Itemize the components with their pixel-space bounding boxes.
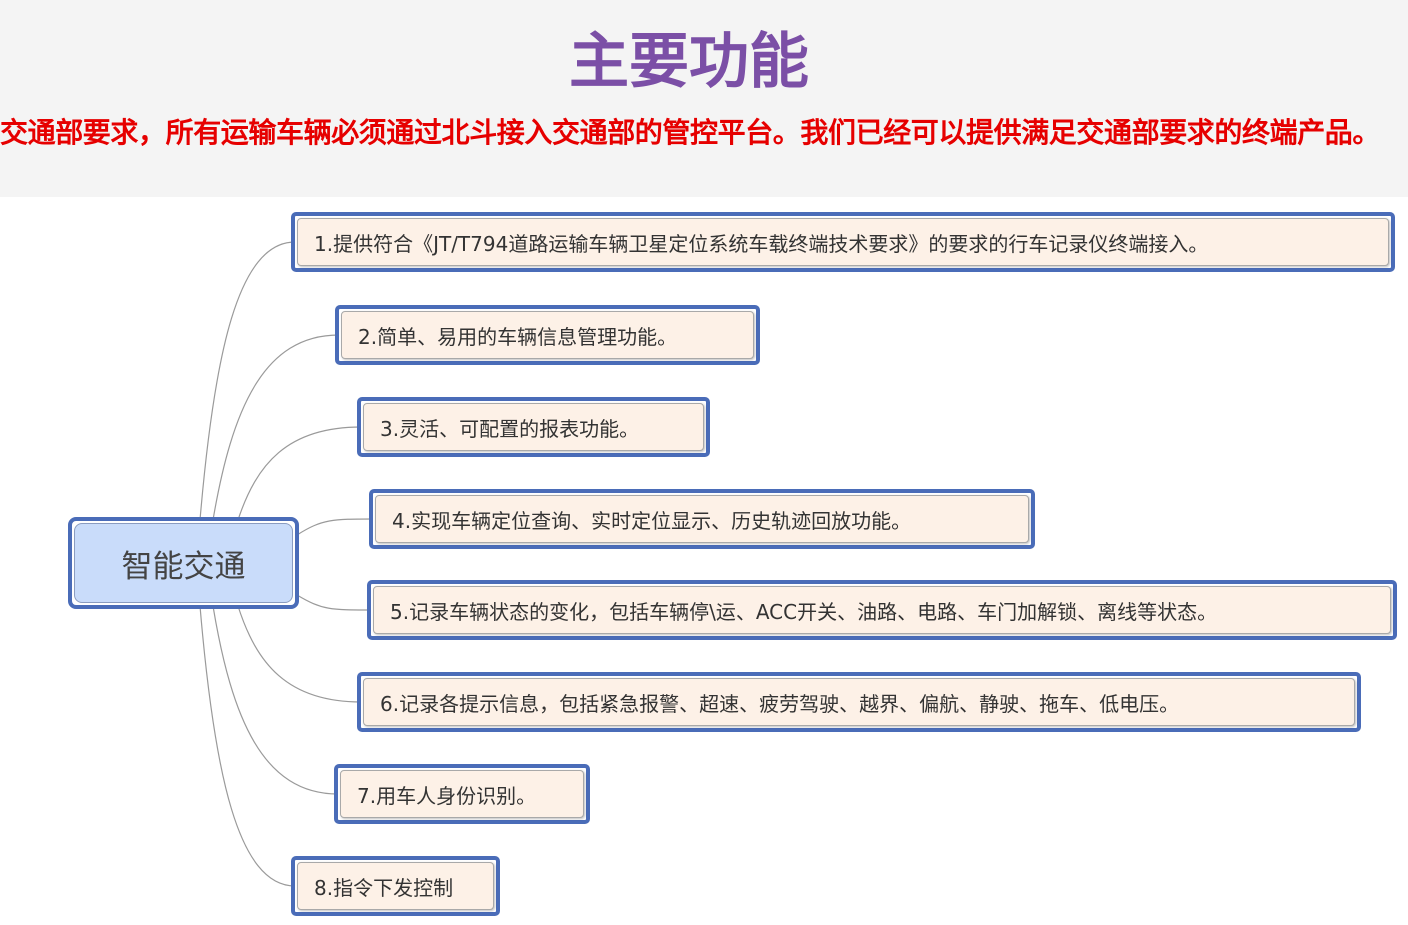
- connector-line: [237, 605, 362, 703]
- connector-line: [212, 334, 340, 521]
- connector-line: [237, 426, 362, 521]
- mindmap-node-2[interactable]: 2.简单、易用的车辆信息管理功能。: [335, 305, 760, 365]
- node-label: 6.记录各提示信息，包括紧急报警、超速、疲劳驾驶、越界、偏航、静驶、拖车、低电压…: [363, 678, 1355, 726]
- node-label: 7.用车人身份识别。: [340, 770, 584, 818]
- connector-line: [296, 518, 374, 536]
- connector-line: [199, 605, 296, 887]
- mindmap-node-5[interactable]: 5.记录车辆状态的变化，包括车辆停\运、ACC开关、油路、电路、车门加解锁、离线…: [367, 580, 1397, 640]
- page-title: 主要功能: [569, 27, 809, 97]
- center-node-label: 智能交通: [74, 523, 293, 603]
- node-label: 3.灵活、可配置的报表功能。: [363, 403, 704, 451]
- connector-line: [212, 605, 339, 795]
- mindmap-center-node[interactable]: 智能交通: [68, 517, 299, 609]
- mindmap-node-7[interactable]: 7.用车人身份识别。: [334, 764, 590, 824]
- node-label: 4.实现车辆定位查询、实时定位显示、历史轨迹回放功能。: [375, 495, 1029, 543]
- mindmap-node-8[interactable]: 8.指令下发控制: [291, 856, 500, 916]
- node-label: 5.记录车辆状态的变化，包括车辆停\运、ACC开关、油路、电路、车门加解锁、离线…: [373, 586, 1391, 634]
- connector-line: [199, 241, 296, 521]
- mindmap-node-4[interactable]: 4.实现车辆定位查询、实时定位显示、历史轨迹回放功能。: [369, 489, 1035, 549]
- page-subtitle: 交通部要求，所有运输车辆必须通过北斗接入交通部的管控平台。我们已经可以提供满足交…: [0, 116, 1381, 149]
- node-label: 8.指令下发控制: [297, 862, 494, 910]
- node-label: 2.简单、易用的车辆信息管理功能。: [341, 311, 754, 359]
- node-label: 1.提供符合《JT/T794道路运输车辆卫星定位系统车载终端技术要求》的要求的行…: [297, 218, 1389, 266]
- mindmap-node-3[interactable]: 3.灵活、可配置的报表功能。: [357, 397, 710, 457]
- connector-line: [296, 594, 372, 611]
- header-band: 主要功能 交通部要求，所有运输车辆必须通过北斗接入交通部的管控平台。我们已经可以…: [0, 0, 1408, 197]
- mindmap-node-1[interactable]: 1.提供符合《JT/T794道路运输车辆卫星定位系统车载终端技术要求》的要求的行…: [291, 212, 1395, 272]
- mindmap-node-6[interactable]: 6.记录各提示信息，包括紧急报警、超速、疲劳驾驶、越界、偏航、静驶、拖车、低电压…: [357, 672, 1361, 732]
